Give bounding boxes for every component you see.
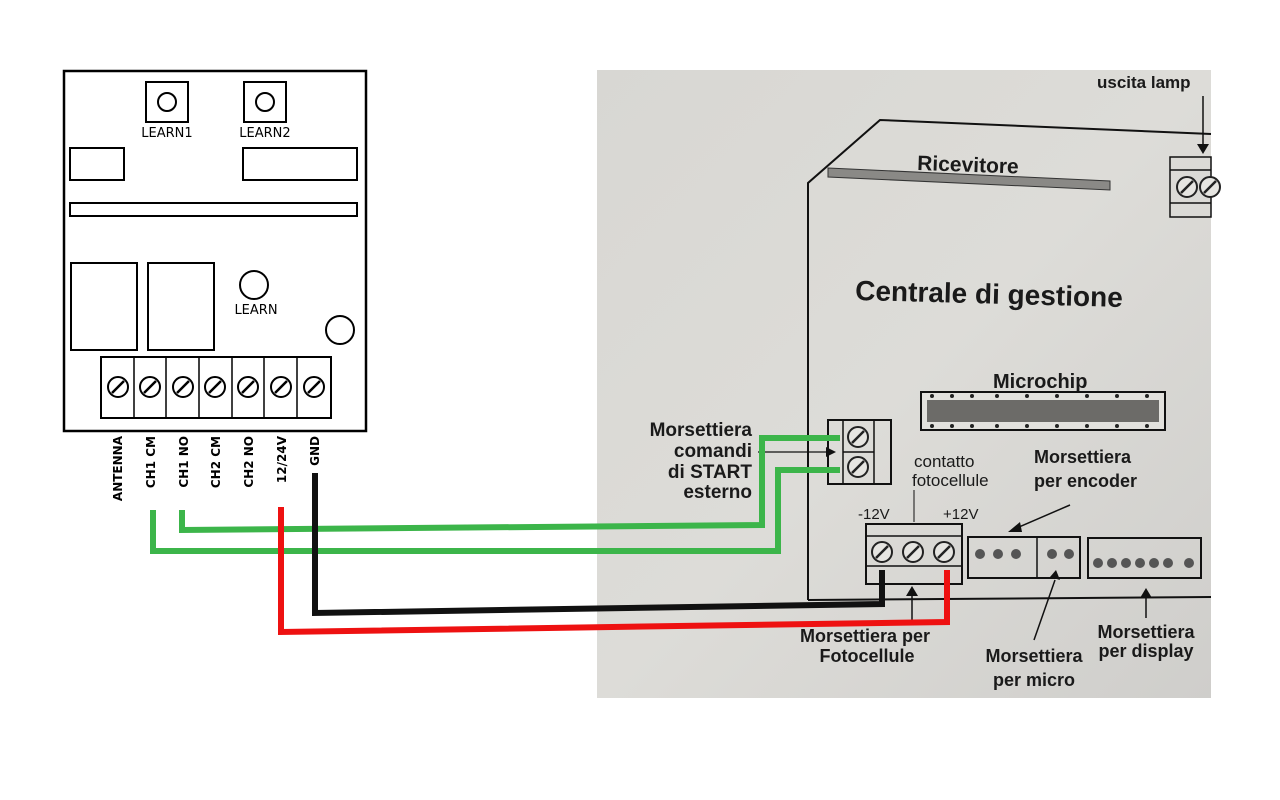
svg-text:Morsettiera: Morsettiera (650, 420, 753, 441)
component-strip (69, 202, 358, 217)
control-board-outline (807, 118, 1212, 600)
learn1-label: LEARN1 (141, 126, 192, 141)
minus-12v-label: -12V (858, 506, 890, 523)
pin-label-ch2-no: CH2 NO (242, 436, 256, 488)
screw-icon (846, 455, 870, 479)
arrow-icon (1140, 588, 1152, 598)
micro-terminal (967, 536, 1081, 579)
relay-2 (147, 262, 215, 351)
screw-icon (269, 375, 293, 399)
receiver-slot (827, 167, 1111, 191)
screw-icon (1198, 175, 1222, 199)
start-terminal-label: Morsettiera comandi di START esterno (650, 420, 753, 503)
control-unit-title: Centrale di gestione (855, 275, 1123, 313)
screw-icon (901, 540, 925, 564)
manual-paper (597, 70, 1211, 698)
encoder-terminal-label-line1: Morsettiera (1034, 447, 1132, 467)
receiver-label: Ricevitore (917, 152, 1019, 179)
plus-12v-label: +12V (943, 506, 978, 523)
photocell-terminal-label-line1: Morsettiera per (800, 626, 930, 646)
learn-button (239, 270, 269, 300)
pin-label-ch1-cm: CH1 CM (144, 436, 158, 488)
pin-label-ch1-no: CH1 NO (177, 436, 191, 488)
component-block (242, 147, 358, 181)
pin-label-antenna: ANTENNA (111, 435, 125, 501)
screw-icon (203, 375, 227, 399)
screw-icon (106, 375, 130, 399)
receiver-terminal-block (100, 356, 332, 419)
screw-icon (236, 375, 260, 399)
pin-label-ch2-cm: CH2 CM (209, 436, 223, 488)
screw-icon (302, 375, 326, 399)
learn2-label: LEARN2 (239, 126, 290, 141)
microchip-label: Microchip (993, 371, 1087, 393)
wire-ch1-cm-to-start (150, 467, 840, 554)
start-terminal (827, 419, 892, 485)
arrow-icon (1050, 570, 1060, 580)
micro-terminal-label-line1: Morsettiera (985, 646, 1083, 666)
arrow-icon (1197, 144, 1209, 154)
lamp-output-label: uscita lamp (1097, 73, 1191, 92)
receiver-module: LEARN1 LEARN2 LEARN (62, 69, 368, 501)
screw-icon (870, 540, 894, 564)
screw-icon (932, 540, 956, 564)
svg-text:esterno: esterno (683, 482, 752, 503)
screw-icon (171, 375, 195, 399)
display-terminal (1087, 537, 1202, 579)
microchip-pins (930, 394, 1149, 428)
pin-label-12-24v: 12/24V (275, 435, 289, 483)
learn-label: LEARN (234, 303, 277, 318)
screw-icon (846, 425, 870, 449)
pin-label-gnd: GND (308, 436, 322, 466)
arrow-icon (906, 586, 918, 596)
display-terminal-label-line1: Morsettiera (1097, 622, 1195, 642)
display-terminal-label-line2: per display (1098, 641, 1193, 661)
control-unit-photo: Ricevitore uscita lamp Centrale di gesti… (597, 70, 1222, 698)
photocell-terminal-label-line2: Fotocellule (819, 646, 914, 666)
screw-icon (1175, 175, 1199, 199)
svg-text:di START: di START (668, 462, 752, 483)
component-block (69, 147, 125, 181)
arrow-icon (1008, 522, 1022, 532)
photocell-contact-label-line1: contatto (914, 452, 975, 471)
screw-icon (138, 375, 162, 399)
led-indicator (325, 315, 355, 345)
relay-1 (70, 262, 138, 351)
micro-terminal-label-line2: per micro (993, 670, 1075, 690)
svg-text:comandi: comandi (674, 441, 752, 462)
photocell-terminal (865, 523, 963, 585)
wires (150, 435, 950, 636)
wire-12v-positive (278, 507, 950, 636)
photocell-contact-label-line2: fotocellule (912, 471, 989, 490)
wire-ch1-no-to-start (179, 435, 840, 534)
encoder-terminal-label-line2: per encoder (1034, 471, 1137, 491)
wire-gnd (312, 473, 885, 617)
